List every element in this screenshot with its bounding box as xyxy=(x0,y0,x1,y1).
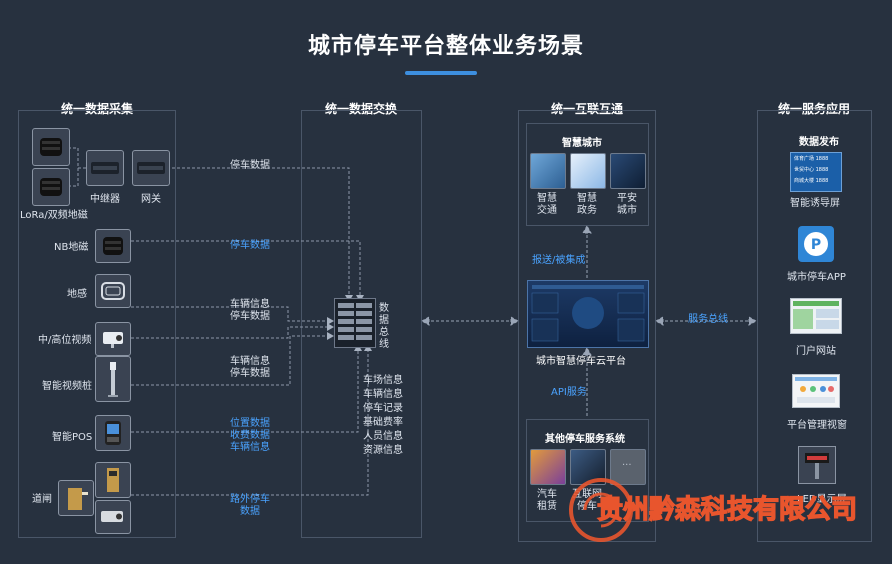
portal-site-image xyxy=(790,298,842,334)
more-systems-tile xyxy=(610,449,646,485)
screen-row: 商城大楼 1888 xyxy=(794,178,829,184)
other-systems-box xyxy=(526,419,649,522)
exchange-item-list: 车场信息 车辆信息 停车记录 基础费率 人员信息 资源信息 xyxy=(363,374,403,458)
link-label-4b: 停车数据 xyxy=(230,368,270,379)
exchange-item: 车辆信息 xyxy=(363,389,403,400)
link-label-6b: 数据 xyxy=(240,506,260,517)
tile-label-safe: 平安城市 xyxy=(617,193,637,216)
portal-label: 门户网站 xyxy=(796,346,836,357)
platform-dashboard-image xyxy=(527,280,649,348)
exchange-item: 停车记录 xyxy=(363,403,403,414)
publish-title: 数据发布 xyxy=(799,137,839,148)
push-label: 报送/被集成 xyxy=(532,255,586,266)
gate-kiosk-icon xyxy=(95,462,131,498)
loop-label: 地感 xyxy=(67,289,87,300)
car-rental-image xyxy=(530,449,566,485)
video-label: 中/高位视频 xyxy=(38,335,92,346)
tile-label-rental: 汽车租赁 xyxy=(537,489,557,512)
nb-sensor-icon xyxy=(95,229,131,263)
api-label: API服务 xyxy=(551,387,587,398)
safe-city-image xyxy=(610,153,646,189)
link-label-4a: 车辆信息 xyxy=(230,356,270,367)
pos-terminal-icon xyxy=(95,415,131,451)
led-label: LED显示屏 xyxy=(797,494,847,505)
link-label-5c: 车辆信息 xyxy=(230,442,270,453)
loop-detector-icon xyxy=(95,274,131,308)
gateway-label: 网关 xyxy=(141,194,161,205)
bus-char-2: 据 xyxy=(379,315,389,326)
bus-char-1: 数 xyxy=(379,303,389,314)
gateway-icon xyxy=(132,150,170,186)
mgmt-label: 平台管理视窗 xyxy=(787,420,847,431)
mgmt-window-image xyxy=(792,374,840,408)
svg-text:P: P xyxy=(811,237,821,253)
collect-panel xyxy=(18,110,176,538)
smart-city-title: 智慧城市 xyxy=(562,138,602,149)
dual-sensor-icon xyxy=(32,168,70,206)
parking-app-icon: P xyxy=(798,226,834,262)
data-bus-server-icon xyxy=(334,298,376,348)
link-label-5a: 位置数据 xyxy=(230,418,270,429)
smart-gov-image xyxy=(570,153,606,189)
gate-label: 道闸 xyxy=(32,494,52,505)
column-heading-collect: 统一数据采集 xyxy=(60,102,133,116)
pile-label: 智能视频桩 xyxy=(42,381,92,392)
interconnect-panel xyxy=(518,110,656,542)
exchange-panel xyxy=(301,110,422,538)
bus-char-4: 线 xyxy=(379,339,389,350)
exchange-item: 车场信息 xyxy=(363,375,403,386)
relay-label: 中继器 xyxy=(90,194,120,205)
camera-icon xyxy=(95,322,131,356)
app-label: 城市停车APP xyxy=(787,272,846,283)
bus-char-3: 总 xyxy=(379,327,389,338)
guide-label: 智能诱导屏 xyxy=(790,198,840,209)
exchange-item: 资源信息 xyxy=(363,445,403,456)
platform-label: 城市智慧停车云平台 xyxy=(536,356,626,367)
link-label-2: 停车数据 xyxy=(230,240,270,251)
video-pile-icon xyxy=(95,356,131,402)
link-label-6a: 路外停车 xyxy=(230,494,270,505)
lora-label: LoRa/双频地磁 xyxy=(20,210,88,221)
nb-label: NB地磁 xyxy=(54,242,89,253)
smart-traffic-image xyxy=(530,153,566,189)
link-label-5b: 收费数据 xyxy=(230,430,270,441)
watermark-text: 贵州黔森科技有限公司 xyxy=(597,494,857,525)
service-bus-label: 服务总线 xyxy=(688,314,728,325)
gate-camera-icon xyxy=(95,500,131,534)
exchange-item: 基础费率 xyxy=(363,417,403,428)
link-label-3a: 车辆信息 xyxy=(230,299,270,310)
led-screen-image xyxy=(798,446,836,484)
exchange-item: 人员信息 xyxy=(363,431,403,442)
column-heading-interconnect: 统一互联互通 xyxy=(550,102,623,116)
barrier-gate-icon xyxy=(58,480,94,516)
tile-label-more: ... xyxy=(622,457,632,468)
other-systems-title: 其他停车服务系统 xyxy=(545,434,625,445)
pos-label: 智能POS xyxy=(52,432,93,443)
column-heading-service: 统一服务应用 xyxy=(777,102,850,116)
relay-icon xyxy=(86,150,124,186)
title-underline xyxy=(405,71,477,75)
tile-label-gov: 智慧政务 xyxy=(577,193,597,216)
lora-sensor-icon xyxy=(32,128,70,166)
link-label-1: 停车数据 xyxy=(230,160,270,171)
page-title: 城市停车平台整体业务场景 xyxy=(307,34,584,59)
column-heading-exchange: 统一数据交换 xyxy=(324,102,397,116)
link-label-3b: 停车数据 xyxy=(230,311,270,322)
tile-label-traffic: 智慧交通 xyxy=(537,193,557,216)
tile-label-internet: 互联网停车 xyxy=(572,489,602,512)
service-panel xyxy=(757,110,872,542)
guide-screen-image: 体育广场 1888 世贸中心 1888 商城大楼 1888 xyxy=(790,152,842,192)
company-watermark: 贵州黔森科技有限公司 xyxy=(567,472,887,560)
screen-row: 世贸中心 1888 xyxy=(794,167,829,173)
smart-city-box xyxy=(526,123,649,226)
internet-parking-image xyxy=(570,449,606,485)
screen-row: 体育广场 1888 xyxy=(794,156,829,162)
